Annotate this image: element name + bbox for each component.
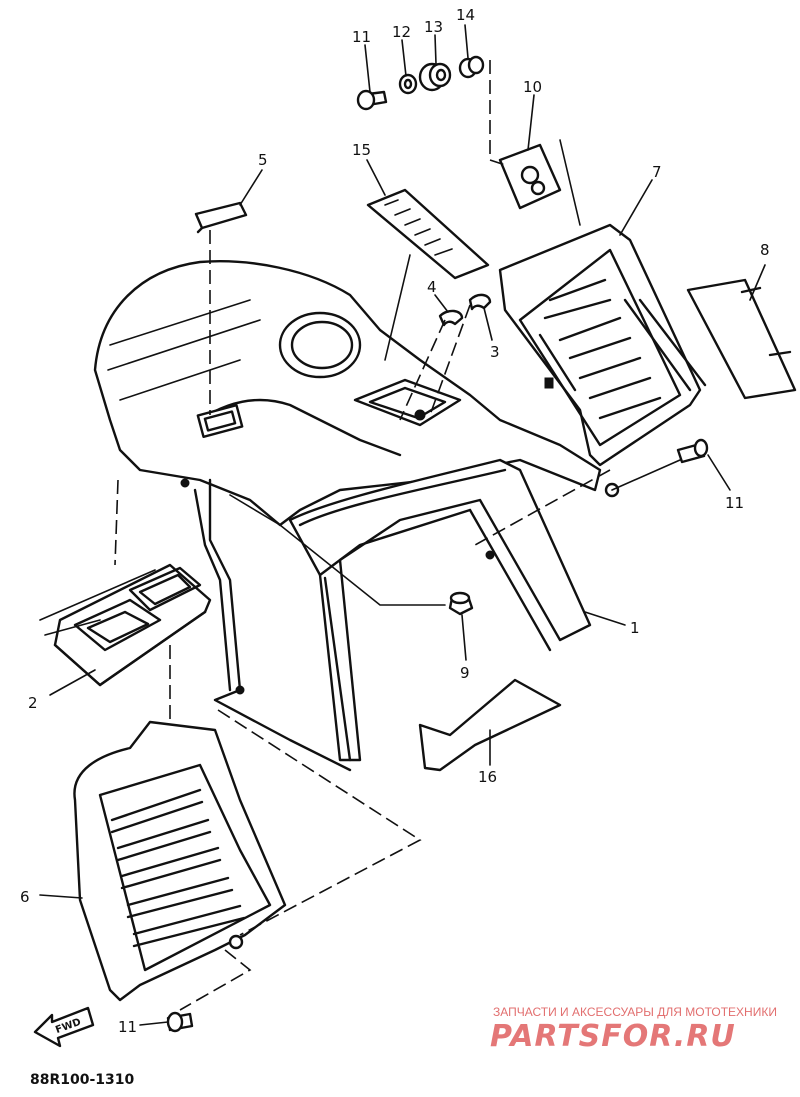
- watermark-tagline: ЗАПЧАСТИ И АКСЕССУАРЫ ДЛЯ МОТОТЕХНИКИ: [493, 1005, 777, 1019]
- callout-4: 4: [427, 278, 437, 296]
- callout-8: 8: [760, 241, 770, 259]
- part-14-nut: [458, 55, 485, 79]
- callout-15: 15: [352, 141, 371, 159]
- part-12-washer: [398, 73, 418, 95]
- part-3-clip: [468, 293, 492, 311]
- callout-13: 13: [424, 18, 443, 36]
- part-6-side-panel: [73, 720, 287, 1002]
- part-11-screw-bottom: [166, 1011, 194, 1033]
- callout-11-right: 11: [725, 494, 744, 512]
- callout-5: 5: [258, 151, 268, 169]
- diagram-code: 88R100-1310: [30, 1072, 135, 1088]
- callout-labels: 11 12 13 14 10 5 15 7 8 4 3 11 1 9 2 16 …: [20, 6, 770, 1036]
- watermark: ЗАПЧАСТИ И АКСЕССУАРЫ ДЛЯ МОТОТЕХНИКИ PA…: [490, 1005, 777, 1054]
- callout-16: 16: [478, 768, 497, 786]
- callout-9: 9: [460, 664, 470, 682]
- part-8-mat: [686, 278, 797, 400]
- callout-2: 2: [28, 694, 38, 712]
- forward-arrow: FWD: [33, 1006, 95, 1048]
- callout-10: 10: [523, 78, 542, 96]
- part-5-reflector: [194, 201, 248, 234]
- side-panel-louvers: [110, 788, 246, 948]
- part-13-grommet: [418, 62, 452, 92]
- leader-lines: [39, 24, 766, 1026]
- part-4-clip: [438, 309, 464, 327]
- part-16-side-plate: [418, 678, 562, 772]
- callout-11-top: 11: [352, 28, 371, 46]
- part-11-screw-right: [676, 438, 709, 464]
- part-2-front-cover: [53, 563, 212, 687]
- callout-6: 6: [20, 888, 30, 906]
- callout-1: 1: [630, 619, 640, 637]
- callout-7: 7: [652, 163, 662, 181]
- callout-12: 12: [392, 23, 411, 41]
- reference-lines: [39, 60, 681, 1011]
- rack-panel-louvers: [538, 278, 707, 420]
- callout-3: 3: [490, 343, 500, 361]
- callout-11-bottom: 11: [118, 1018, 137, 1036]
- part-9-bolt: [448, 591, 474, 616]
- part-1-main-cowl: [93, 260, 602, 772]
- part-7-rack-panel: [498, 223, 707, 498]
- part-15-grille-plate: [366, 188, 490, 280]
- part-11-screw-top: [356, 89, 388, 111]
- callout-14: 14: [456, 6, 475, 24]
- watermark-brand: PARTSFOR.RU: [490, 1019, 736, 1054]
- part-10-lock-bracket: [498, 143, 562, 210]
